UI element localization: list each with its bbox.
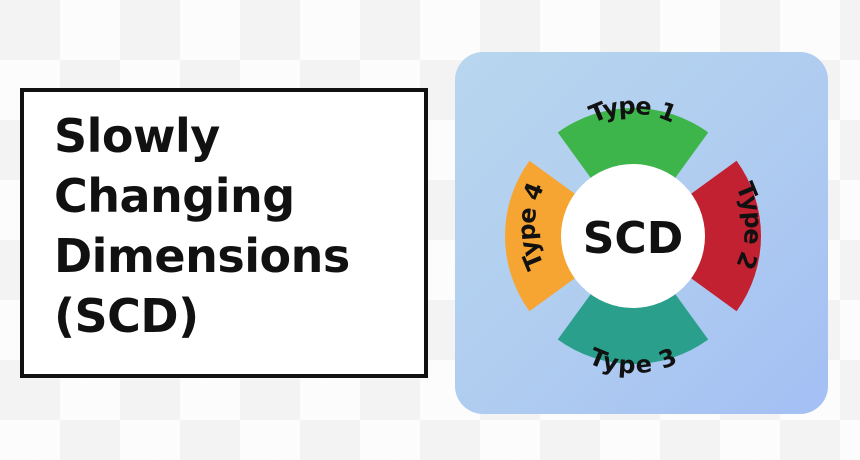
segment-type-3: [557, 284, 709, 365]
scd-diagram-panel: SCD Type 1 Type 2 Type 3 Type 4: [455, 52, 828, 414]
center-circle: [561, 164, 705, 308]
scd-wheel-diagram: SCD Type 1 Type 2 Type 3 Type 4: [505, 92, 767, 379]
title-line-3: Dimensions: [54, 229, 350, 283]
title-box: Slowly Changing Dimensions (SCD): [20, 88, 428, 378]
page-title: Slowly Changing Dimensions (SCD): [54, 106, 350, 346]
title-line-1: Slowly: [54, 109, 220, 163]
segment-type-1: [557, 108, 709, 188]
title-line-2: Changing: [54, 169, 295, 223]
segment-type-4: [505, 160, 585, 312]
center-label: SCD: [583, 213, 684, 264]
title-line-4: (SCD): [54, 289, 199, 343]
segment-type-2: [681, 160, 761, 312]
